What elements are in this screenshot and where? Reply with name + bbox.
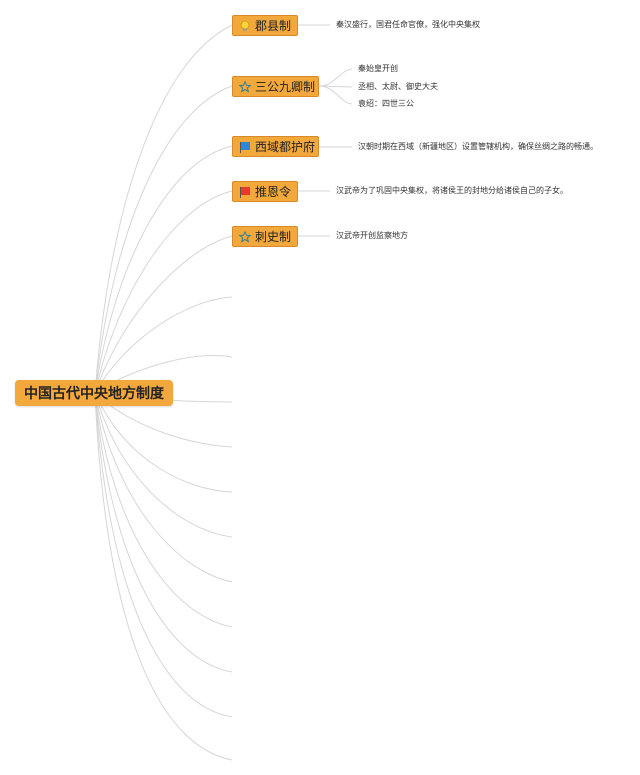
note-topic-2-a: 秦始皇开创 (358, 64, 398, 73)
topic-label: 推恩令 (255, 185, 292, 199)
topic-label: 郡县制 (255, 19, 292, 33)
note-connector-2c (318, 85, 353, 105)
note-topic-1: 秦汉盛行，国君任命官僚，强化中央集权 (336, 20, 480, 29)
connector-empty-9 (94, 392, 233, 673)
connector-empty-7 (94, 392, 233, 583)
connector-empty-11 (94, 392, 233, 761)
topic-label: 西域都护府 (255, 140, 316, 154)
note-topic-2-c: 袁绍：四世三公 (358, 99, 414, 108)
connector-empty-10 (94, 392, 233, 718)
topic-xiyuduhufu[interactable]: 西域都护府 (232, 136, 319, 157)
connector-topic-5 (94, 235, 233, 394)
topic-label: 刺史制 (255, 230, 292, 244)
connector-topic-4 (94, 190, 233, 394)
topic-cishizhi[interactable]: 刺史制 (232, 226, 298, 247)
topic-junxianzhi[interactable]: 郡县制 (232, 15, 298, 36)
star-outline-icon (239, 230, 251, 244)
note-topic-2-b: 丞相、太尉、御史大夫 (358, 82, 438, 91)
note-topic-4: 汉武帝为了巩固中央集权，将诸侯王的封地分给诸侯自己的子女。 (336, 186, 568, 195)
note-connector-2b (318, 85, 353, 88)
topic-sangongjiuqing[interactable]: 三公九卿制 (232, 76, 319, 97)
connector-topic-1 (94, 24, 233, 394)
red-flag-icon (239, 185, 251, 199)
connector-empty-6 (94, 392, 233, 538)
topic-label: 三公九卿制 (255, 80, 316, 94)
connector-empty-8 (94, 392, 233, 628)
connector-empty-1 (94, 296, 233, 394)
root-topic-label: 中国古代中央地方制度 (24, 386, 164, 402)
topic-tuienling[interactable]: 推恩令 (232, 181, 298, 202)
lightbulb-icon (239, 19, 251, 33)
blue-flag-icon (239, 140, 251, 154)
note-connector-2 (318, 68, 353, 87)
connector-topic-2 (94, 85, 233, 394)
note-topic-5: 汉武帝开创监察地方 (336, 231, 408, 240)
connector-topic-3 (94, 145, 233, 394)
root-topic[interactable]: 中国古代中央地方制度 (15, 380, 173, 406)
connector-empty-5 (94, 392, 233, 493)
note-topic-3: 汉朝时期在西域（新疆地区）设置管辖机构，确保丝绸之路的畅通。 (358, 142, 598, 151)
star-outline-icon (239, 80, 251, 94)
